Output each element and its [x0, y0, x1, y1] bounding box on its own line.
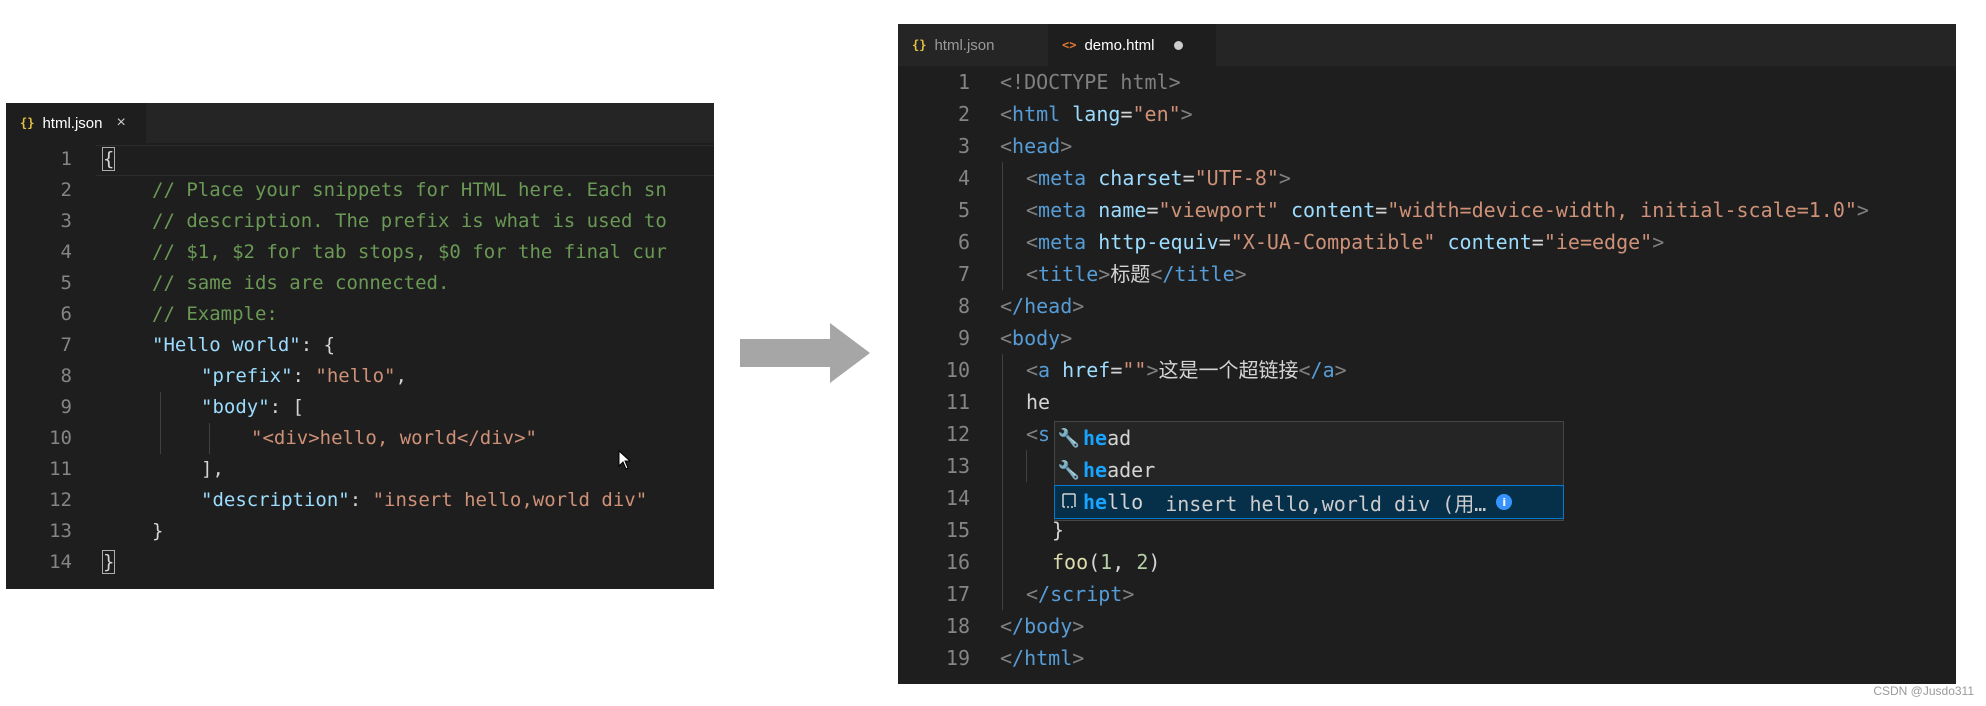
tab-html-json[interactable]: {} html.json — [898, 24, 1048, 66]
code-line-14: } — [101, 550, 116, 574]
code-line-10: "<div>hello, world</div>" — [251, 427, 537, 449]
wrench-icon: 🔧 — [1057, 427, 1081, 449]
line-number: 5 — [957, 198, 970, 222]
line-number: 11 — [945, 390, 970, 414]
wrench-icon: 🔧 — [1057, 459, 1081, 481]
right-editor: {} html.json <> demo.html 1 2 3 4 5 6 7 … — [898, 24, 1956, 684]
line-number: 4 — [60, 241, 72, 263]
line-number: 19 — [945, 646, 970, 670]
code-line-15: } — [1052, 518, 1065, 542]
code-line-3: <head> — [1000, 134, 1073, 158]
line-number: 5 — [60, 272, 72, 294]
code-line-5: <meta name="viewport" content="width=dev… — [1026, 198, 1869, 222]
indent-guide — [1002, 354, 1003, 610]
watermark: CSDN @Jusdo311 — [1873, 684, 1974, 698]
current-line-highlight — [96, 145, 714, 176]
code-line-1: <!DOCTYPE html> — [1000, 70, 1181, 94]
suggestion-detail: insert hello,world div (用… — [1165, 491, 1487, 516]
code-line-13: } — [152, 520, 164, 542]
left-editor: {} html.json × 1 2 3 4 5 6 7 8 9 10 11 1… — [6, 103, 714, 589]
line-number: 1 — [957, 70, 970, 94]
code-line-12: <s — [1026, 422, 1051, 446]
line-number: 16 — [945, 550, 970, 574]
code-line-2: // Place your snippets for HTML here. Ea… — [152, 179, 667, 201]
line-number: 3 — [957, 134, 970, 158]
left-code-area: 1 2 3 4 5 6 7 8 9 10 11 12 13 14 { // Pl… — [6, 144, 714, 589]
line-number: 14 — [945, 486, 970, 510]
line-number: 12 — [945, 422, 970, 446]
line-number: 13 — [49, 520, 72, 542]
left-tab-bar: {} html.json × — [6, 103, 714, 143]
tab-label: html.json — [42, 114, 103, 132]
tab-demo-html[interactable]: <> demo.html — [1048, 24, 1216, 66]
line-number: 13 — [945, 454, 970, 478]
line-number: 9 — [957, 326, 970, 350]
line-number: 17 — [945, 582, 970, 606]
suggestion-item[interactable]: 🔧 header — [1055, 454, 1563, 486]
code-line-8: "prefix": "hello", — [201, 365, 407, 387]
line-number: 15 — [945, 518, 970, 542]
code-line-4: // $1, $2 for tab stops, $0 for the fina… — [152, 241, 667, 263]
tab-html-json[interactable]: {} html.json × — [6, 103, 146, 143]
tab-label: demo.html — [1084, 36, 1155, 54]
indent-guide — [1026, 450, 1027, 482]
line-number: 12 — [49, 489, 72, 511]
code-line-18: </body> — [1000, 614, 1085, 638]
indent-guide — [160, 392, 161, 454]
line-number: 2 — [60, 179, 72, 201]
code-line-12: "description": "insert hello,world div" — [201, 489, 648, 511]
code-line-3: // description. The prefix is what is us… — [152, 210, 667, 232]
json-braces-icon: {} — [20, 116, 35, 130]
code-line-5: // same ids are connected. — [152, 272, 450, 294]
right-tab-bar: {} html.json <> demo.html — [898, 24, 1956, 66]
line-number: 4 — [957, 166, 970, 190]
line-number: 9 — [60, 396, 72, 418]
suggestion-item-selected[interactable]: hello insert hello,world div (用… i — [1054, 485, 1564, 519]
info-icon[interactable]: i — [1496, 494, 1513, 510]
code-line-2: <html lang="en"> — [1000, 102, 1193, 126]
code-line-9: "body": [ — [201, 396, 304, 418]
line-number: 7 — [957, 262, 970, 286]
code-line-4: <meta charset="UTF-8"> — [1026, 166, 1291, 190]
code-line-11: ], — [201, 458, 224, 480]
line-number: 7 — [60, 334, 72, 356]
line-number: 6 — [957, 230, 970, 254]
unsaved-dot-icon — [1174, 40, 1184, 50]
code-line-10: <a href="">这是一个超链接</a> — [1026, 358, 1347, 382]
code-line-11: he — [1026, 390, 1051, 414]
code-line-7: "Hello world": { — [152, 334, 336, 356]
line-number: 10 — [945, 358, 970, 382]
right-code-area: 1 2 3 4 5 6 7 8 9 10 11 12 13 14 15 16 1… — [898, 66, 1956, 684]
code-line-9: <body> — [1000, 326, 1073, 350]
line-number: 18 — [945, 614, 970, 638]
line-number: 10 — [49, 427, 72, 449]
code-line-16: foo(1, 2) — [1052, 550, 1161, 574]
line-number: 3 — [60, 210, 72, 232]
tab-label: html.json — [934, 36, 995, 54]
autocomplete-suggestions[interactable]: 🔧 head 🔧 header hello insert hello,world… — [1054, 421, 1564, 521]
json-braces-icon: {} — [912, 38, 927, 52]
suggestion-item[interactable]: 🔧 head — [1055, 422, 1563, 454]
line-number: 1 — [60, 148, 72, 170]
right-arrow-icon — [740, 323, 870, 383]
indent-guide — [209, 423, 210, 454]
code-line-1: { — [101, 147, 116, 171]
code-line-19: </html> — [1000, 646, 1085, 670]
line-number: 8 — [60, 365, 72, 387]
code-line-7: <title>标题</title> — [1026, 262, 1247, 286]
code-line-8: </head> — [1000, 294, 1085, 318]
code-line-6: // Example: — [152, 303, 278, 325]
mouse-cursor-icon — [618, 450, 632, 470]
line-number: 2 — [957, 102, 970, 126]
code-line-17: </script> — [1026, 582, 1135, 606]
line-number: 14 — [49, 551, 72, 573]
line-number: 6 — [60, 303, 72, 325]
line-number: 8 — [957, 294, 970, 318]
line-number: 11 — [49, 458, 72, 480]
snippet-icon — [1055, 492, 1083, 513]
close-icon[interactable]: × — [116, 114, 126, 131]
indent-guide — [1002, 162, 1003, 290]
html-icon: <> — [1062, 38, 1077, 52]
code-line-6: <meta http-equiv="X-UA-Compatible" conte… — [1026, 230, 1665, 254]
